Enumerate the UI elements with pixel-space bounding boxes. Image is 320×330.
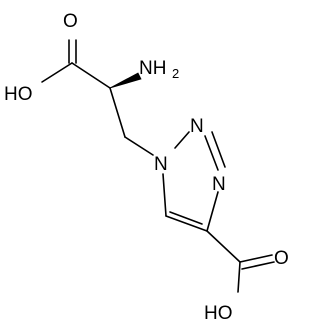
bond-n2-n3-a (204, 135, 219, 171)
bond-c5-n1 (162, 173, 167, 217)
bond-alpha-ch2 (109, 87, 126, 138)
atom-n1: N (154, 154, 168, 175)
atom-labels: O HO NH 2 N N N O HO (4, 11, 289, 324)
bond-top-c-alpha (71, 62, 111, 89)
atom-o-top-carbonyl: O (63, 11, 78, 32)
bond-wedge-alpha-nh2 (109, 72, 142, 89)
bond-ch2-n1 (124, 136, 154, 156)
bond-c4-c5-a (165, 215, 208, 232)
atom-n3: N (212, 174, 226, 195)
bond-c4-cooh (206, 230, 241, 263)
bond-layer (41, 39, 275, 293)
atom-n2: N (190, 116, 204, 137)
bond-n3-c4 (206, 191, 219, 232)
bond-bottom-co-double-a (239, 254, 273, 263)
atom-ho-bottom: HO (204, 303, 233, 324)
bond-n1-n2 (174, 131, 190, 149)
atom-nh2-subscript: 2 (172, 66, 179, 81)
chemical-structure: O HO NH 2 N N N O HO (4, 11, 289, 324)
atom-ho-top: HO (4, 84, 33, 105)
bond-c4-c5-b (169, 211, 203, 225)
atom-nh2: NH (139, 58, 166, 79)
bond-bottom-co-double-b (241, 261, 275, 270)
bond-n2-n3-b (211, 131, 226, 168)
atom-o-bottom-carbonyl: O (274, 248, 289, 269)
bond-bottom-c-oh (237, 261, 241, 293)
bond-top-c-oh (41, 62, 73, 83)
